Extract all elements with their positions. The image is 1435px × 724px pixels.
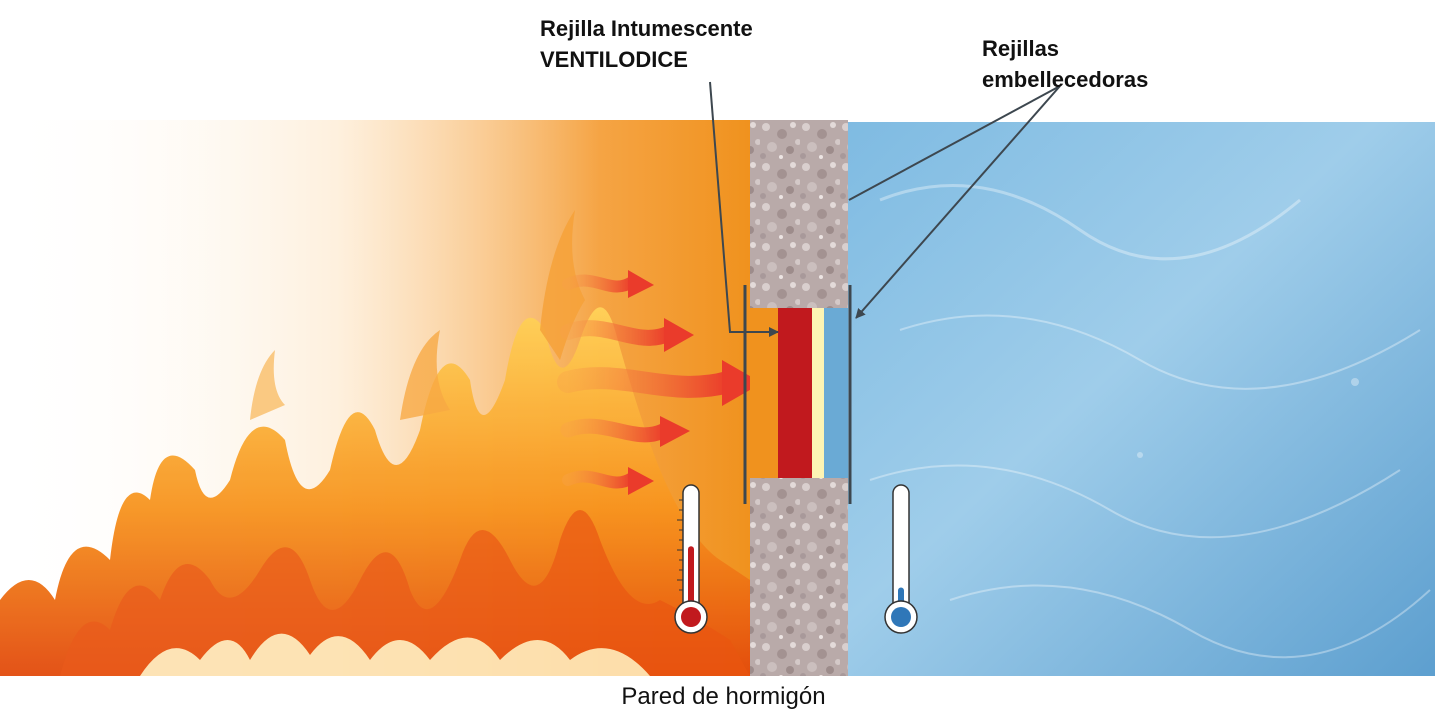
concrete-wall-top <box>750 120 848 308</box>
heat-arrow <box>568 281 632 287</box>
decor-label-line1: Rejillas <box>982 33 1222 64</box>
wall-label: Pared de hormigón <box>0 683 1435 711</box>
heat-arrow <box>568 477 632 483</box>
concrete-wall-bottom <box>750 478 848 676</box>
intumescent-core <box>812 308 824 478</box>
grille-label-line1: Rejilla Intumescente <box>540 13 840 44</box>
heat-arrow <box>568 378 728 387</box>
cold-zone <box>848 122 1435 676</box>
decorative-grilles-label: Rejillas embellecedoras <box>982 33 1222 95</box>
heat-arrow <box>568 328 668 338</box>
heat-arrow <box>568 426 665 435</box>
grille-label-line2: VENTILODICE <box>540 44 840 75</box>
cool-air-gap <box>824 308 848 478</box>
intumescent-material <box>778 308 812 478</box>
grille-label: Rejilla Intumescente VENTILODICE <box>540 13 840 75</box>
decor-label-line2: embellecedoras <box>982 64 1222 95</box>
